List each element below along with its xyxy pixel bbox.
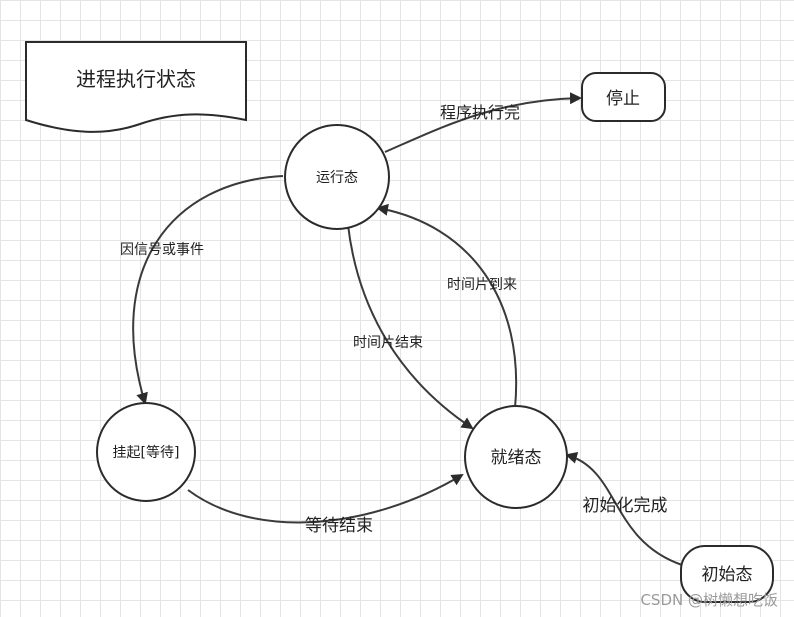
node-initial-label: 初始态	[702, 565, 753, 585]
node-ready-label: 就绪态	[491, 448, 542, 468]
diagram-title: 进程执行状态	[76, 67, 196, 91]
label-signal-event: 因信号或事件	[120, 242, 204, 258]
node-suspended: 挂起[等待]	[96, 402, 196, 502]
node-running-label: 运行态	[316, 170, 358, 186]
node-stopped-label: 停止	[606, 89, 640, 109]
edge-slice-arrives	[376, 203, 518, 409]
edge-program-done	[384, 92, 582, 153]
watermark: CSDN @树懒想吃饭	[640, 591, 778, 609]
node-stopped: 停止	[581, 72, 666, 122]
node-initial: 初始态	[680, 545, 774, 603]
label-program-done: 程序执行完	[440, 103, 520, 122]
node-running: 运行态	[284, 124, 390, 230]
label-wait-ends: 等待结束	[305, 516, 373, 536]
edge-signal-event	[132, 175, 284, 405]
node-ready: 就绪态	[464, 405, 568, 509]
node-suspended-label: 挂起[等待]	[113, 444, 180, 461]
edge-slice-ends	[347, 224, 474, 430]
edge-wait-ends	[187, 473, 464, 524]
label-init-done: 初始化完成	[583, 496, 668, 516]
label-slice-ends: 时间片结束	[353, 335, 423, 351]
label-slice-arrives: 时间片到来	[447, 277, 517, 293]
edge-init-done	[565, 451, 683, 566]
title-box: 进程执行状态	[25, 41, 247, 133]
